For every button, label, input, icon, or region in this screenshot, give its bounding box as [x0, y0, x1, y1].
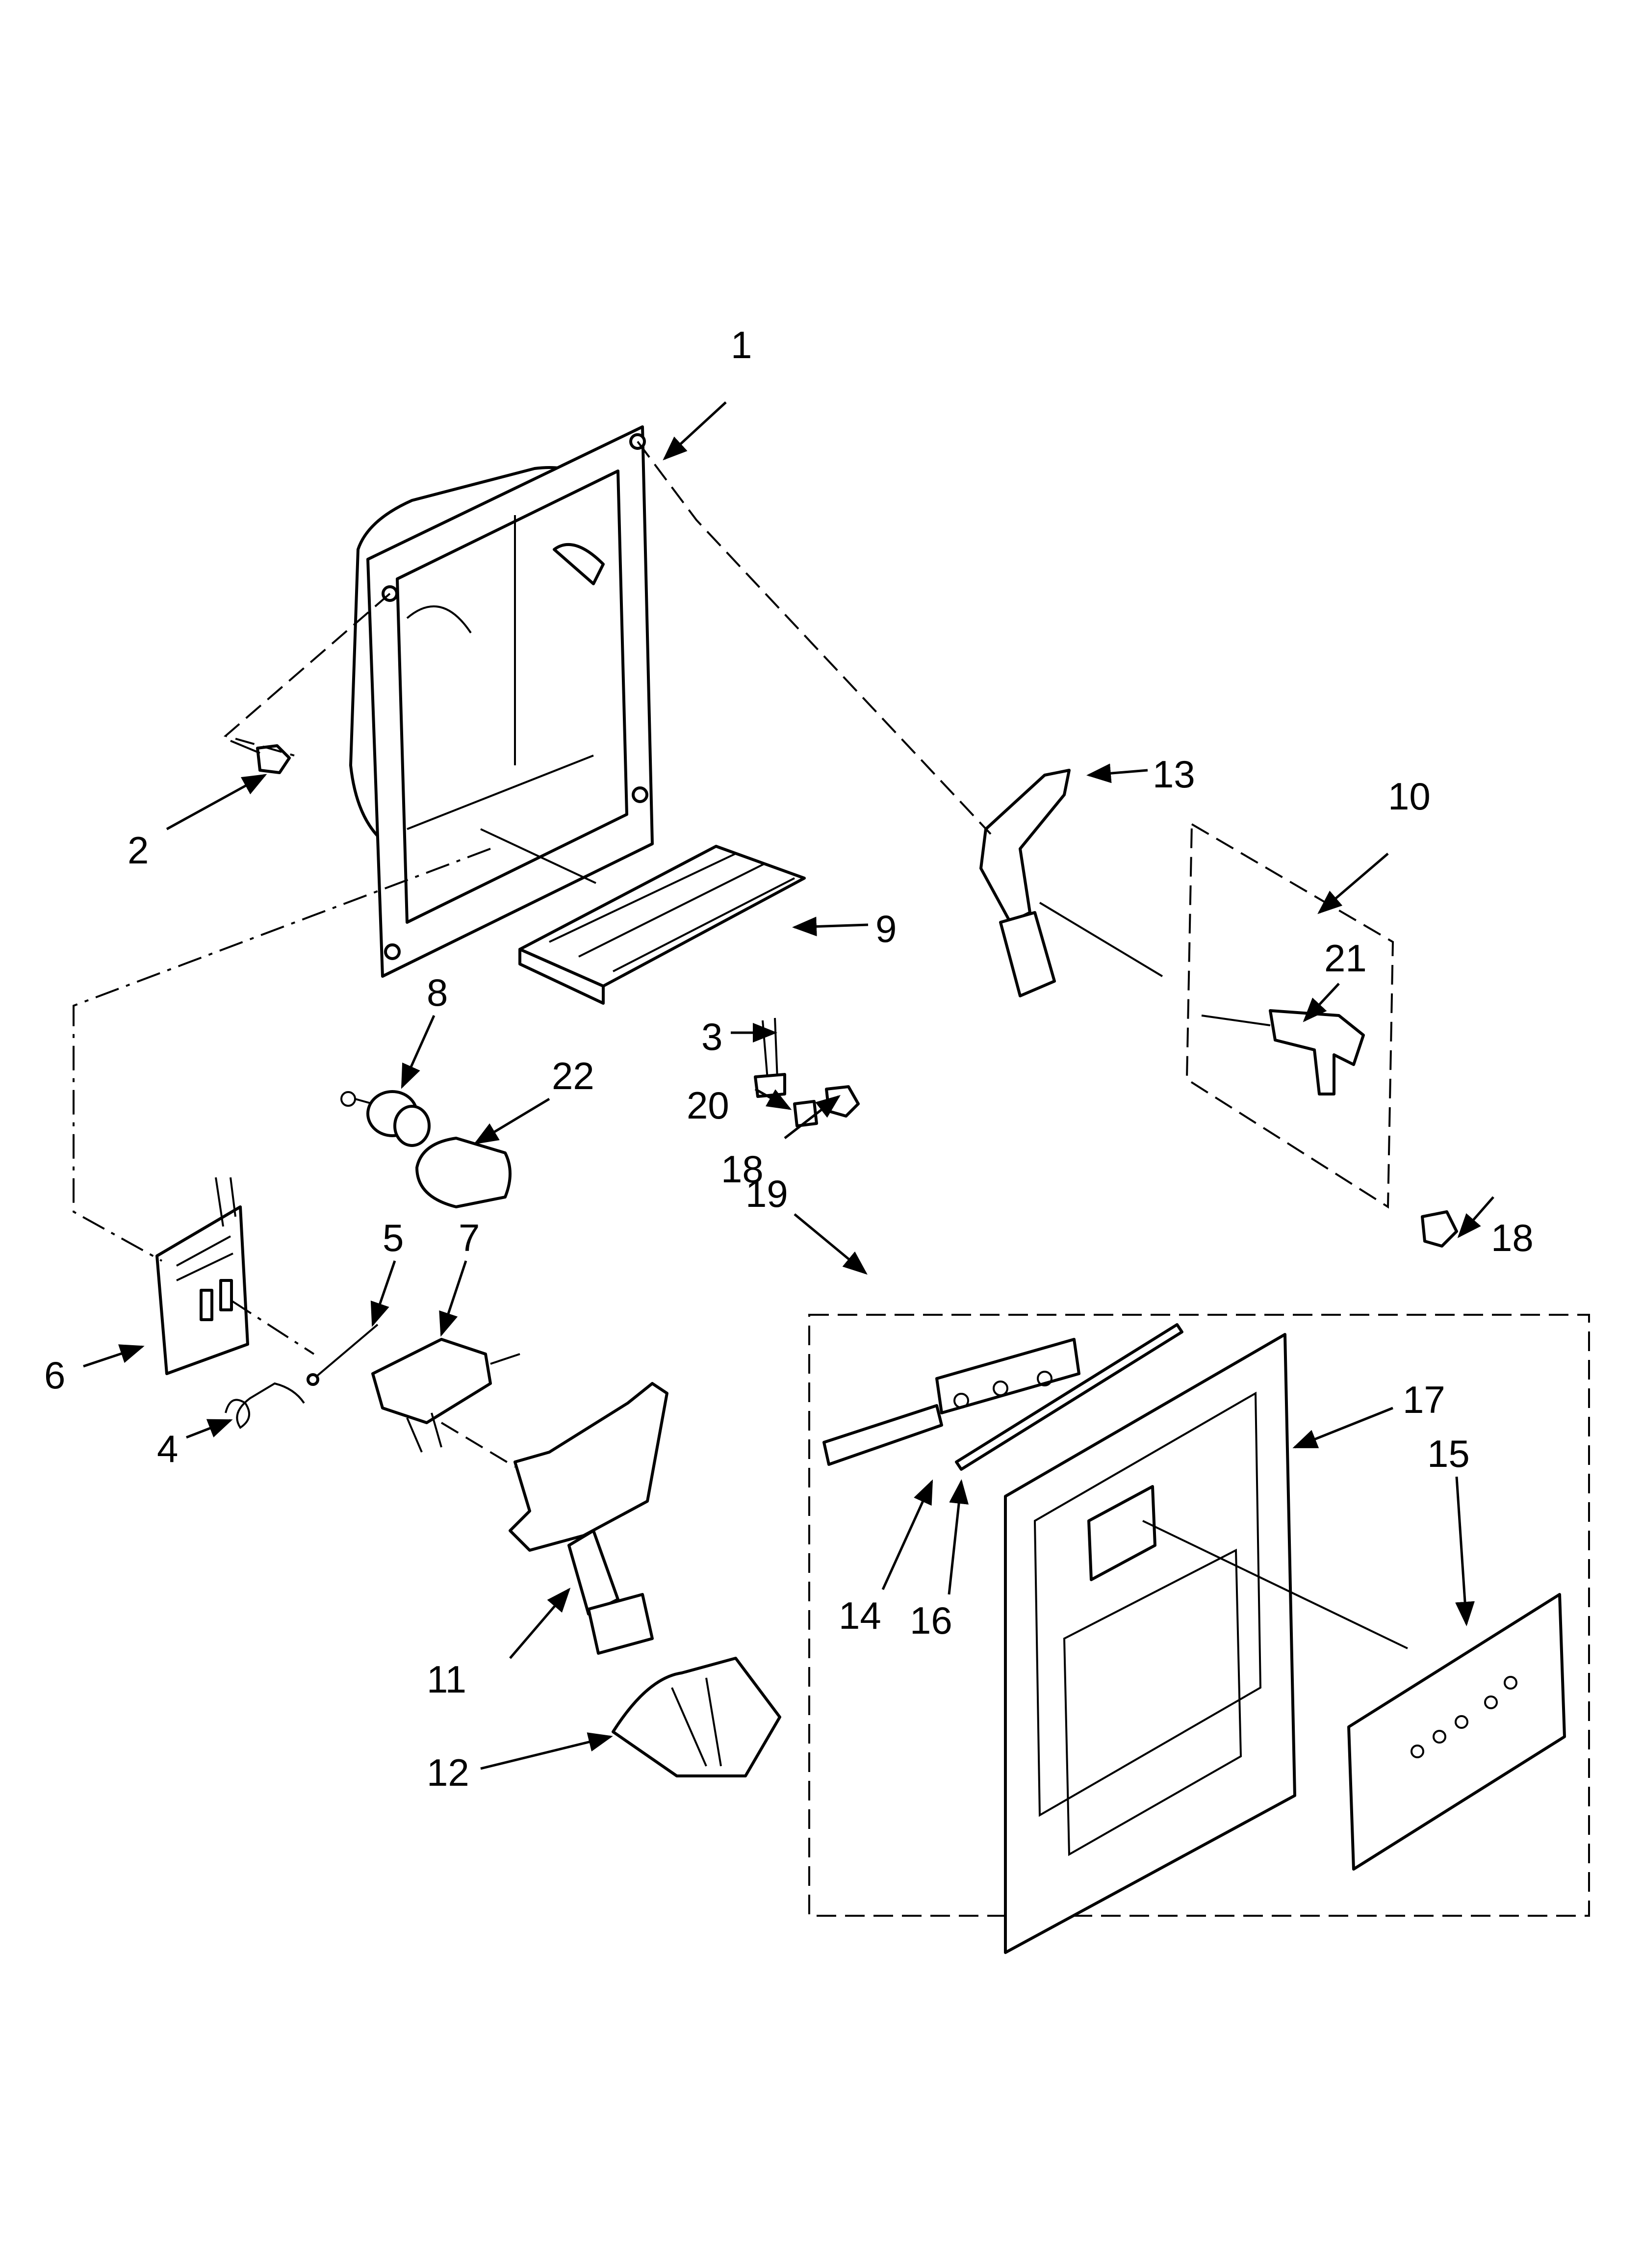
assembly-line-frame-to-overlay — [1142, 1520, 1408, 1649]
callout-2: 2 — [128, 829, 149, 872]
part-9-drip-tray — [518, 845, 806, 1005]
part-12-ice-chute — [612, 1657, 781, 1777]
part-8-solenoid — [340, 1090, 431, 1147]
leader-lines — [83, 401, 1494, 1770]
part-5-pin — [307, 1324, 379, 1386]
part-16-gasket — [955, 1323, 1183, 1471]
part-6-module — [155, 1177, 249, 1375]
callout-1: 1 — [731, 323, 752, 366]
callout-8: 8 — [427, 971, 448, 1014]
part-14-control-board — [822, 1338, 1080, 1466]
part-4-spring — [225, 1382, 305, 1429]
assembly-line-housing-to-module — [73, 848, 491, 1262]
part-13-water-lever — [979, 769, 1071, 997]
callout-18-right: 18 — [1491, 1216, 1534, 1259]
part-2-screw — [230, 740, 291, 774]
part-1-dispenser-housing — [349, 425, 654, 978]
callout-16: 16 — [910, 1599, 952, 1642]
part-19-group-box — [808, 1314, 1590, 1917]
assembly-line-pin — [230, 1299, 315, 1355]
callout-22: 22 — [552, 1054, 594, 1097]
callout-14: 14 — [839, 1594, 881, 1637]
assembly-line-switch-to-lever — [440, 1422, 516, 1468]
part-21-bracket — [1201, 1009, 1365, 1095]
callout-4: 4 — [157, 1427, 178, 1470]
assembly-line-screw-2 — [223, 593, 391, 756]
callout-9: 9 — [875, 907, 897, 950]
part-20-shim — [793, 1100, 818, 1127]
part-11-ice-lever — [509, 1382, 668, 1655]
assembly-line-lever-to-bracket — [1039, 902, 1163, 977]
callout-21: 21 — [1324, 937, 1367, 980]
part-18-screw-right — [1421, 1210, 1458, 1248]
callout-10: 10 — [1388, 775, 1431, 818]
callout-12: 12 — [427, 1751, 469, 1794]
callout-20: 20 — [687, 1084, 729, 1127]
callout-3: 3 — [701, 1015, 722, 1058]
callout-11: 11 — [427, 1658, 466, 1701]
part-22-solenoid-cover — [415, 1137, 512, 1208]
part-17-dispenser-frame — [1004, 1333, 1296, 1954]
part-7-switch — [371, 1338, 520, 1453]
part-15-overlay — [1347, 1593, 1566, 1871]
callout-19: 19 — [745, 1172, 788, 1215]
assembly-line-housing-to-lever — [637, 441, 992, 835]
callout-13: 13 — [1153, 753, 1195, 796]
callout-17: 17 — [1403, 1378, 1445, 1421]
callout-6: 6 — [44, 1354, 65, 1397]
callout-7: 7 — [459, 1216, 480, 1259]
callout-5: 5 — [383, 1216, 404, 1259]
callout-18-left: 18 — [721, 1147, 764, 1191]
part-3-switch-clip — [754, 1017, 786, 1098]
callout-15: 15 — [1427, 1432, 1470, 1475]
